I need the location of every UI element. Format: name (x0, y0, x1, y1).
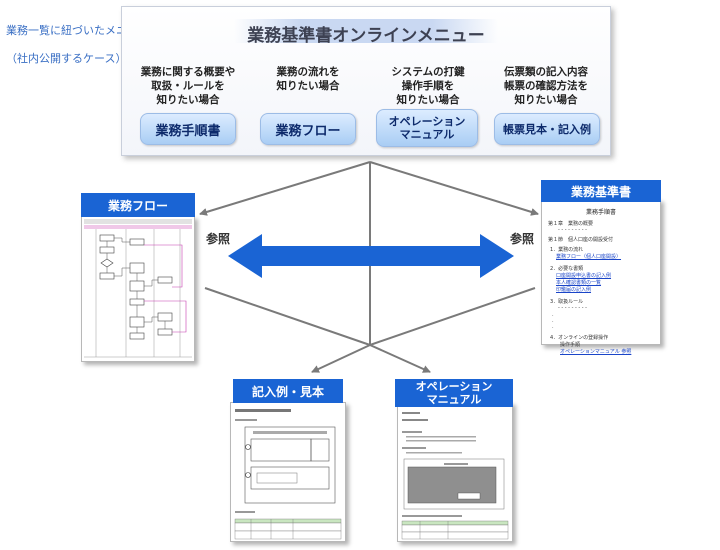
connector-to-kijunsho (369, 161, 539, 216)
menu-desc-tejunsho: 業務に関する概要や 取扱・ルールを 知りたい場合 (140, 66, 236, 106)
kijunsho-line: 1．業務の流れ (550, 247, 584, 253)
gyomu-tejunsho-button[interactable]: 業務手順書 (140, 113, 236, 145)
menu-title: 業務基準書オンラインメニュー (247, 26, 485, 46)
kijunsho-line: - - - - - - - - - (558, 227, 587, 233)
kijunsho-line: 4．オンラインの登録操作 (550, 335, 609, 341)
sanshou-label-left: 参照 (206, 232, 231, 246)
kijunsho-heading: 業務手順書 (585, 209, 616, 216)
kijunsho-document[interactable]: 業務基準書 業務手順書 第１章 業務の概要 - - - - - - - - - … (541, 180, 661, 355)
flow-document-title: 業務フロー (81, 193, 195, 217)
flow-document[interactable]: 業務フロー (81, 193, 195, 362)
connector-kijunsho-down (369, 287, 536, 346)
kijunsho-link[interactable]: 印鑑届の記入例 (556, 287, 592, 293)
menu-desc-flow: 業務の流れを 知りたい場合 (276, 66, 340, 92)
connector-to-flow (199, 161, 371, 216)
kijunsho-link[interactable]: 本人確認書類の一覧 (556, 280, 602, 286)
menu-desc-chohyo: 伝票類の記入内容 帳票の確認方法を 知りたい場合 (504, 66, 588, 106)
kijunsho-line: 操作手順 (560, 342, 581, 348)
menu-desc-operation: システムの打鍵 操作手順を 知りたい場合 (391, 66, 465, 106)
online-menu-panel: 業務基準書オンラインメニュー 業務に関する概要や 取扱・ルールを 知りたい場合 … (121, 6, 611, 156)
kijunsho-document-title: 業務基準書 (541, 180, 661, 202)
kijunsho-contents: 第１章 業務の概要 - - - - - - - - - 第１節 個人口座の開設受… (548, 218, 656, 355)
operation-manual-thumbnail (401, 412, 509, 540)
connector-trunk-lower (369, 344, 431, 373)
kinyurei-thumbnail (234, 409, 342, 540)
kinyurei-document-title: 記入例・見本 (233, 379, 343, 403)
gyomu-flow-button[interactable]: 業務フロー (260, 113, 356, 145)
reference-double-arrow (228, 234, 514, 278)
operation-manual-document[interactable]: オペレーション マニュアル (395, 379, 513, 542)
sanshou-label-right: 参照 (510, 232, 535, 246)
kijunsho-link[interactable]: 口座開設申込書の記入例 (556, 273, 612, 279)
caption-line-2: （社内公開するケース） (6, 52, 127, 65)
connector-flow-down (204, 287, 371, 346)
connector-to-kinyurei (311, 344, 371, 373)
kijunsho-line: - - - - - - - - - (558, 305, 587, 311)
kijunsho-dots: ··· (552, 313, 554, 331)
kijunsho-line: 3．取扱ルール (550, 299, 584, 305)
kijunsho-line: 第１章 業務の概要 (548, 221, 594, 227)
flow-chart-thumbnail (84, 219, 192, 358)
kijunsho-line: 第１節 個人口座の開設受付 (548, 237, 614, 243)
kijunsho-line: 2．必要な書類 (550, 266, 584, 272)
chohyo-mihon-button[interactable]: 帳票見本・記入例 (494, 113, 600, 145)
operation-manual-button[interactable]: オペレーション マニュアル (376, 109, 478, 147)
kijunsho-link[interactable]: 業務フロー（個人口座開設） (556, 254, 622, 260)
menu-title-highlight (234, 19, 498, 43)
operation-manual-document-title: オペレーション マニュアル (395, 379, 513, 407)
kinyurei-document[interactable]: 記入例・見本 (230, 379, 346, 542)
kijunsho-link[interactable]: オペレーションマニュアル 参照 (560, 349, 632, 355)
